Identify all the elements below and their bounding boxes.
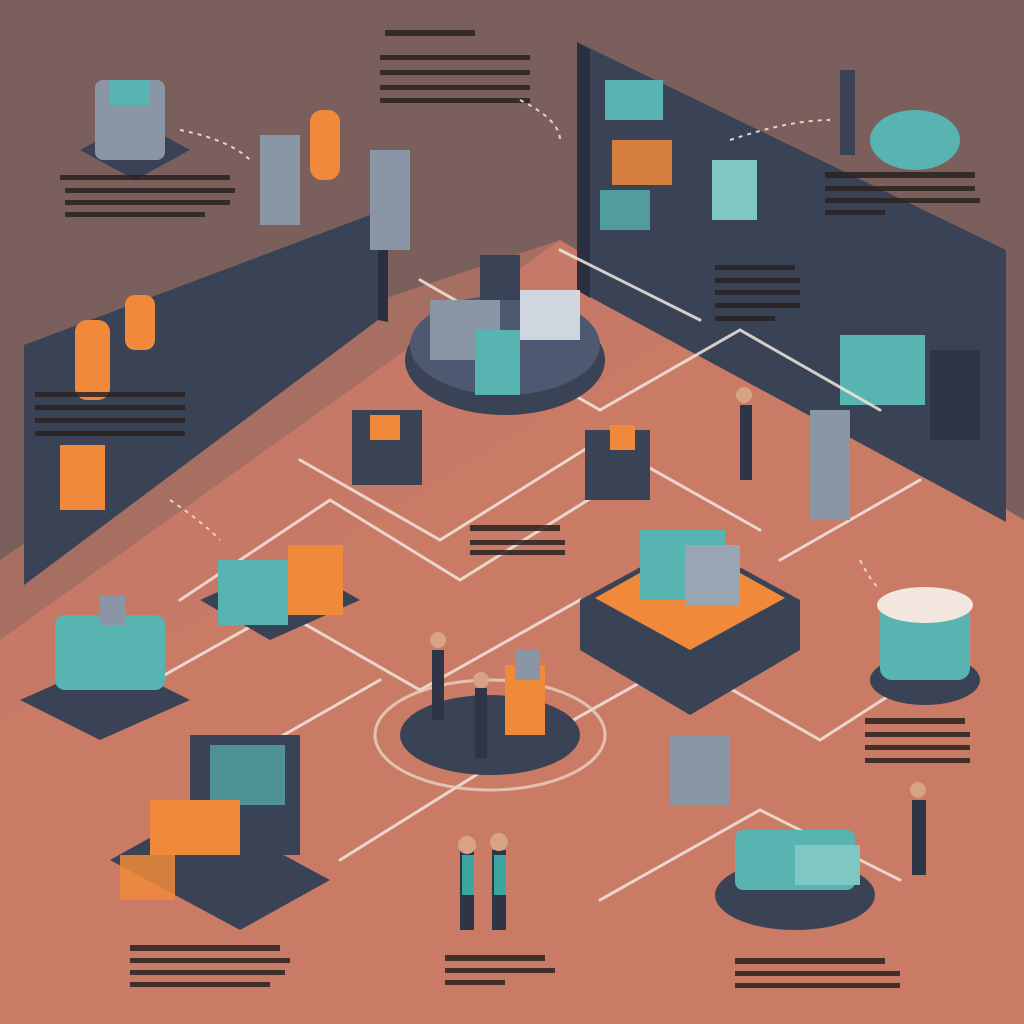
teal-tank-left	[20, 595, 190, 740]
left-wall-jars	[60, 295, 155, 510]
printer-machine-center-left	[352, 410, 422, 485]
orange-teal-machine-left	[200, 545, 360, 640]
left-wall-panel	[24, 212, 378, 585]
dotted-connectors	[169, 99, 881, 591]
teal-console-bottom-right	[715, 830, 875, 930]
robot-arm-top-left	[260, 110, 410, 250]
workers	[430, 387, 926, 930]
kiosk-right	[810, 410, 850, 520]
wall-screens	[600, 80, 980, 440]
robot-workstation	[373, 650, 607, 792]
tank-top-right	[840, 70, 960, 170]
control-desk-bottom-left	[110, 735, 330, 930]
right-wall-panel-side	[577, 42, 590, 298]
text-block-marks	[35, 30, 980, 988]
small-robot-bottom-right	[670, 735, 730, 805]
central-hub-machine	[405, 255, 605, 415]
tank-top-left	[80, 80, 190, 180]
printer-machine-center	[585, 425, 650, 500]
orange-platform	[580, 530, 800, 715]
mixing-bowl-right	[870, 587, 980, 705]
